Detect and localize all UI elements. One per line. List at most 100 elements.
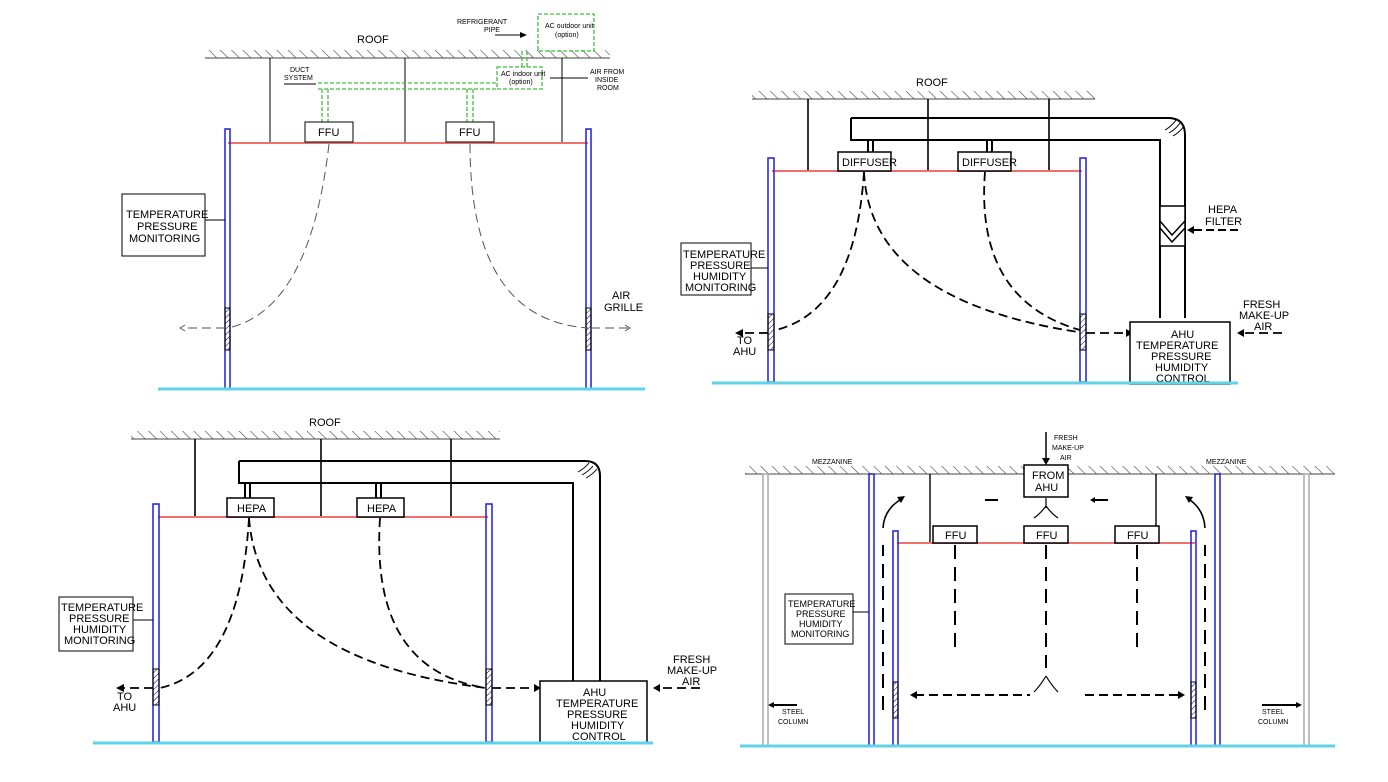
hepa-unit-3a: HEPA <box>226 497 275 518</box>
air-from-label: AIR FROM <box>590 69 624 76</box>
hangers-3 <box>194 439 452 517</box>
split-arrow-top <box>1033 498 1059 519</box>
duct-bend-marks-2 <box>1164 119 1185 137</box>
roof-label-1: ROOF <box>357 34 389 46</box>
ahu-box-2: AHU TEMPERATURE PRESSURE HUMIDITY CONTRO… <box>1129 321 1231 385</box>
arrow-to-ahu-2 <box>735 329 743 337</box>
svg-text:TEMPERATURE: TEMPERATURE <box>61 602 143 614</box>
downflow-4 <box>954 545 1138 668</box>
air-label-4: AIR <box>1060 455 1072 462</box>
monitor-box-4: TEMPERATURE PRESSURE HUMIDITY MONITORING <box>784 593 869 645</box>
grille-1-right <box>585 307 592 351</box>
walls-1 <box>224 128 592 390</box>
plenum-return-4 <box>882 545 1206 710</box>
airflow-2 <box>742 171 1282 334</box>
panel-2-diffuser-cleanroom: ROOF HEPA FILTER <box>680 77 1289 385</box>
svg-text:FFU: FFU <box>1127 530 1148 542</box>
svg-text:MONITORING: MONITORING <box>129 233 200 245</box>
svg-text:DIFFUSER: DIFFUSER <box>962 157 1017 169</box>
arrow-to-ahu-3 <box>116 684 124 692</box>
svg-text:HUMIDITY: HUMIDITY <box>693 271 747 283</box>
hangers-2 <box>807 99 1050 171</box>
svg-text:AHU: AHU <box>583 687 606 699</box>
svg-text:MONITORING: MONITORING <box>64 635 135 647</box>
refrigerant-label: REFRIGERANT <box>457 19 508 26</box>
to-label-2: TO <box>737 335 753 347</box>
duct-label: DUCT <box>290 67 310 74</box>
air-label-2: AIR <box>1254 321 1272 333</box>
ffu-unit-4b: FFU <box>1023 525 1069 544</box>
grille-4-left <box>892 681 899 719</box>
svg-text:PRESSURE: PRESSURE <box>567 709 628 721</box>
makeup-label-4: MAKE-UP <box>1052 445 1084 452</box>
svg-text:FFU: FFU <box>459 127 480 139</box>
room-label: ROOM <box>597 85 619 92</box>
pipe-label: PIPE <box>484 27 500 34</box>
fresh-label-3: FRESH <box>673 654 710 666</box>
svg-text:MONITORING: MONITORING <box>791 629 849 639</box>
ffu-unit-4a: FFU <box>932 525 978 544</box>
svg-text:TEMPERATURE: TEMPERATURE <box>126 209 208 221</box>
svg-text:HUMIDITY: HUMIDITY <box>1155 362 1209 374</box>
monitor-box-1: TEMPERATURE PRESSURE MONITORING <box>121 193 225 257</box>
ahu-label-3: AHU <box>113 702 136 714</box>
from-ahu-box: FROM AHU <box>1023 464 1069 498</box>
svg-text:MONITORING: MONITORING <box>685 282 756 294</box>
mezzanine-label-left: MEZZANINE <box>812 459 853 466</box>
svg-text:FROM: FROM <box>1032 470 1064 482</box>
ac-indoor-option: (option) <box>509 79 533 86</box>
svg-text:TEMPERATURE: TEMPERATURE <box>1136 340 1218 352</box>
grille-4-right <box>1190 681 1197 719</box>
walls-4 <box>868 473 1221 747</box>
hepa-filter-2 <box>1159 205 1186 247</box>
ac-indoor-label: AC indoor unit <box>501 71 545 78</box>
svg-text:HEPA: HEPA <box>367 503 397 515</box>
svg-text:PRESSURE: PRESSURE <box>137 221 198 233</box>
ffu-unit-1a: FFU <box>304 121 354 143</box>
diffuser-unit-2a: DIFFUSER <box>837 151 897 172</box>
duct-bend-marks-3 <box>577 462 598 479</box>
grille-2-left <box>767 313 775 351</box>
grille-3-left <box>152 668 160 706</box>
svg-text:AHU: AHU <box>1035 482 1058 494</box>
svg-text:FFU: FFU <box>945 530 966 542</box>
walls-2 <box>767 157 1087 383</box>
split-arrow-bottom <box>1033 675 1059 693</box>
roof-label-2: ROOF <box>916 77 948 89</box>
panel-4-mezzanine-cleanroom: MEZZANINE MEZZANINE STEEL COLUMN STEEL C… <box>740 432 1335 748</box>
panel-3-hepa-cleanroom: ROOF HEPA HEPA <box>58 417 717 745</box>
grille-1-left <box>224 307 231 351</box>
svg-text:HUMIDITY: HUMIDITY <box>73 624 127 636</box>
roof-2 <box>752 91 1095 99</box>
roof-1 <box>205 50 610 58</box>
ac-outdoor-label: AC outdoor unit <box>545 23 594 30</box>
svg-text:TEMPERATURE: TEMPERATURE <box>683 249 765 261</box>
inside-label: INSIDE <box>595 77 619 84</box>
roof-label-3: ROOF <box>309 417 341 429</box>
ffu-unit-1b: FFU <box>445 121 495 143</box>
svg-text:HEPA: HEPA <box>237 503 267 515</box>
hepa-label-2: HEPA <box>1208 204 1238 216</box>
plenum-curves-4 <box>882 499 1206 529</box>
ac-ducts-1 <box>318 13 595 122</box>
svg-text:PRESSURE: PRESSURE <box>1151 351 1212 363</box>
steel-label-left: STEEL <box>782 709 804 716</box>
ffu-unit-4c: FFU <box>1114 525 1160 544</box>
air-grille-label-2: GRILLE <box>604 302 643 314</box>
ahu-box-3: AHU TEMPERATURE PRESSURE HUMIDITY CONTRO… <box>539 680 648 744</box>
svg-text:FFU: FFU <box>318 127 339 139</box>
makeup-label-2: MAKE-UP <box>1239 310 1289 322</box>
grille-3-right <box>485 668 493 706</box>
duct-2 <box>850 117 1186 318</box>
makeup-label-3: MAKE-UP <box>667 665 717 677</box>
hepa-unit-3b: HEPA <box>356 497 405 518</box>
walls-3 <box>152 503 493 743</box>
monitor-box-2: TEMPERATURE PRESSURE HUMIDITY MONITORING <box>680 242 768 296</box>
svg-text:AHU: AHU <box>1171 329 1194 341</box>
svg-text:CONTROL: CONTROL <box>572 731 626 743</box>
diffuser-unit-2b: DIFFUSER <box>957 151 1017 172</box>
duct-3 <box>238 460 601 682</box>
fresh-label-2: FRESH <box>1243 299 1280 311</box>
steel-label-right: STEEL <box>1262 709 1284 716</box>
